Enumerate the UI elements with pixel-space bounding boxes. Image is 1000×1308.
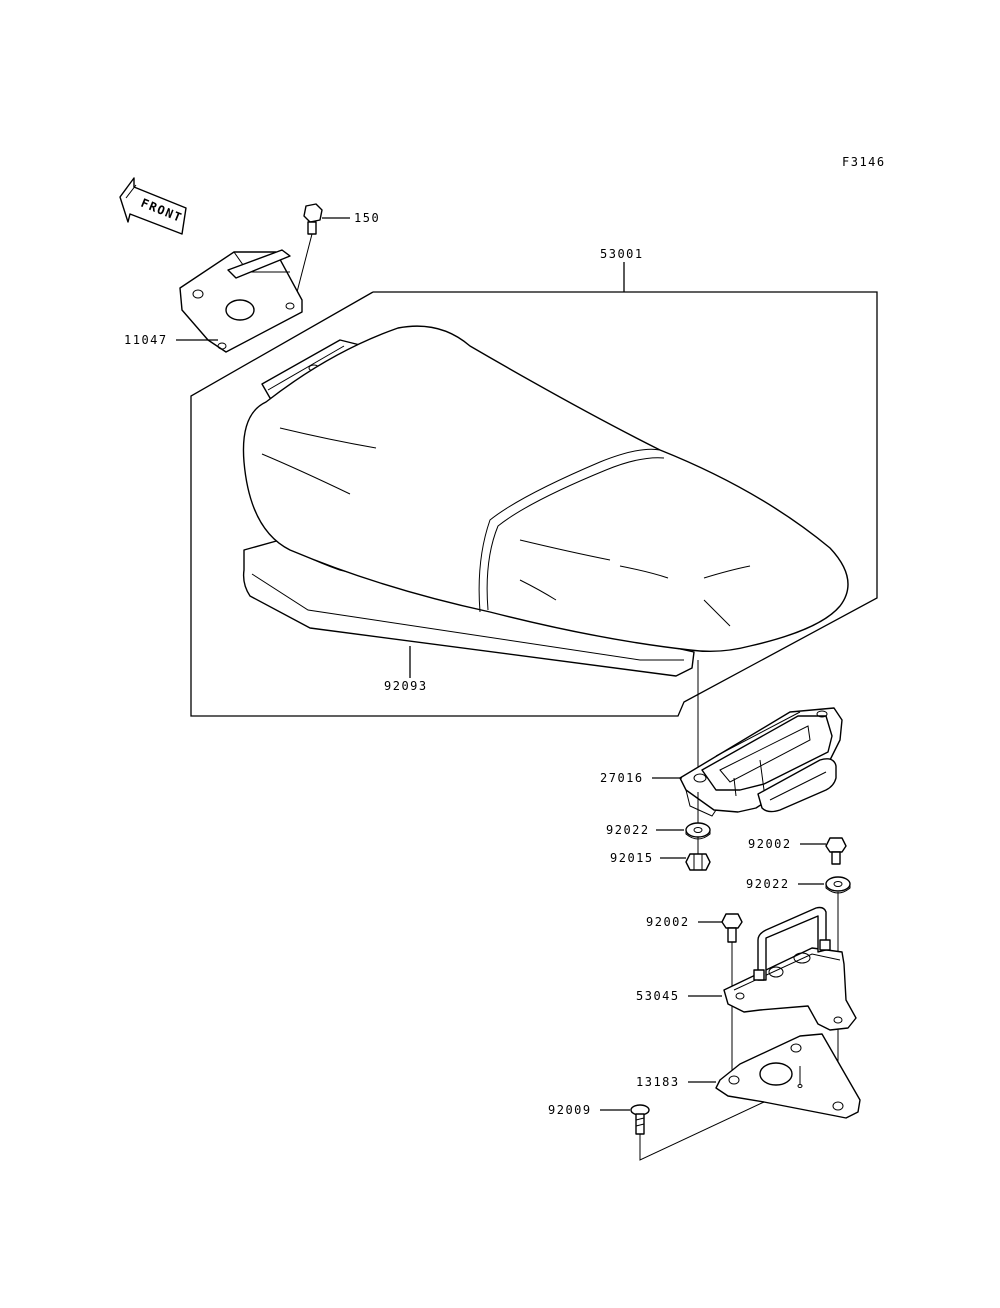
seat-icon	[242, 325, 849, 677]
part-label-27016: 27016	[600, 771, 644, 785]
connector-screw-plate	[639, 1101, 765, 1161]
front-arrow-icon: FRONT	[119, 177, 187, 235]
bolt-92002-right-icon	[825, 837, 847, 865]
bolt-92002-left-icon	[721, 913, 743, 943]
bolt-150-icon	[295, 203, 323, 297]
part-label-53001: 53001	[600, 247, 644, 261]
part-label-92022-lower: 92022	[746, 877, 790, 891]
part-label-92093: 92093	[384, 679, 428, 693]
part-label-92022-upper: 92022	[606, 823, 650, 837]
washer-92022-lower-icon	[825, 876, 851, 894]
plate-13183-icon	[715, 1033, 861, 1119]
screw-92009-icon	[630, 1104, 650, 1135]
part-label-92002-left: 92002	[646, 915, 690, 929]
bracket-53045-icon	[723, 906, 857, 1031]
bracket-11047-icon	[179, 249, 303, 353]
part-label-11047: 11047	[124, 333, 168, 347]
part-label-92009: 92009	[548, 1103, 592, 1117]
part-label-150: 150	[354, 211, 380, 225]
part-label-92015: 92015	[610, 851, 654, 865]
part-label-13183: 13183	[636, 1075, 680, 1089]
washer-92022-upper-icon	[685, 822, 711, 840]
latch-27016-icon	[679, 707, 843, 817]
nut-92015-icon	[685, 853, 711, 871]
assembly-outline-53001	[190, 262, 878, 717]
part-label-92002-right: 92002	[748, 837, 792, 851]
figure-code: F3146	[842, 155, 886, 169]
part-label-53045: 53045	[636, 989, 680, 1003]
